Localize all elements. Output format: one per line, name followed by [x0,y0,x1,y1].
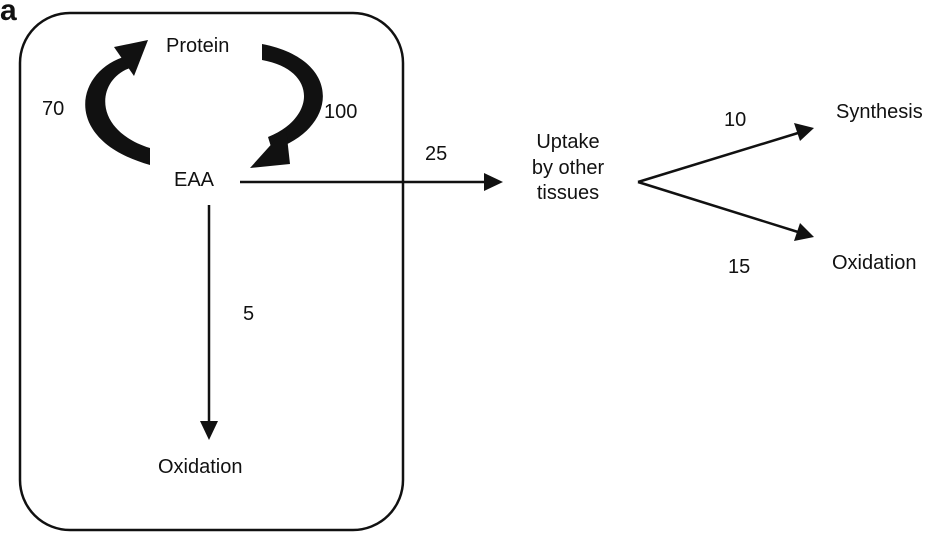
node-oxidation-outer: Oxidation [832,252,917,274]
arrow-uptake-to-oxidation [637,180,814,241]
node-uptake: Uptake by other tissues [520,130,616,207]
flow-value-eaa-to-oxidation: 5 [243,303,255,325]
panel-letter: a [0,0,17,27]
uptake-line-1: Uptake [536,131,600,153]
flow-value-eaa-to-protein: 70 [42,98,65,120]
node-eaa: EAA [174,169,215,191]
arrow-eaa-to-protein [85,40,150,165]
node-oxidation-inner: Oxidation [158,456,243,478]
arrow-protein-to-eaa [250,44,323,168]
uptake-line-2: by other [531,156,605,179]
node-synthesis: Synthesis [836,101,923,123]
arrow-uptake-to-synthesis [637,123,814,184]
flow-value-uptake-to-oxidation: 15 [728,256,751,278]
uptake-line-3: tissues [536,182,600,205]
arrow-eaa-to-oxidation [200,205,218,440]
arrow-eaa-to-uptake [240,173,503,191]
flow-value-uptake-to-synthesis: 10 [724,109,747,131]
node-protein: Protein [166,35,230,57]
flow-value-protein-to-eaa: 100 [324,101,358,123]
flow-value-eaa-to-uptake: 25 [425,143,448,165]
compartment-box [18,11,405,532]
